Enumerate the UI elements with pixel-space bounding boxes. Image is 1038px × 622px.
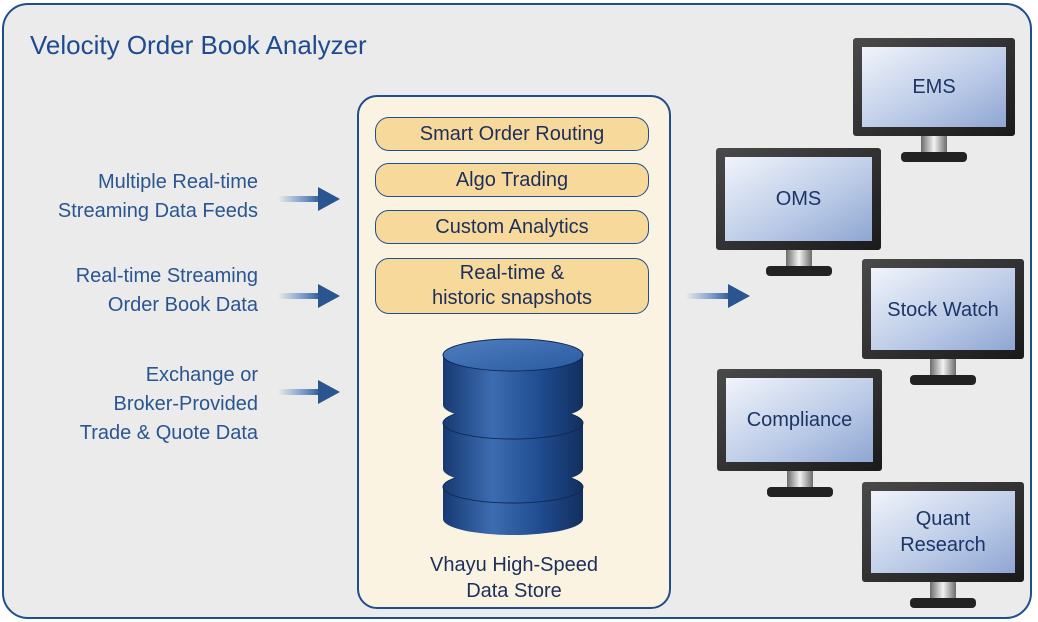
module-snapshots: Real-time & historic snapshots — [375, 258, 649, 314]
monitor-ems: EMS — [853, 38, 1015, 166]
monitor-label-quant-research: Quant Research — [900, 508, 986, 556]
feed-label-streaming-feeds: Multiple Real-time Streaming Data Feeds — [57, 171, 258, 222]
monitor-oms: OMS — [716, 148, 881, 280]
module-smart-order-routing: Smart Order Routing — [375, 117, 649, 151]
diagram-title: Velocity Order Book Analyzer — [30, 30, 367, 60]
monitor-label-ems: EMS — [912, 76, 956, 98]
monitor-quant-research: Quant Research — [862, 482, 1024, 612]
output-arrow-icon — [686, 284, 750, 308]
feed-label-trade-quote: Exchange or Broker-Provided Trade & Quot… — [79, 364, 258, 444]
monitor-icon — [862, 482, 1024, 608]
monitor-icon — [716, 148, 881, 276]
feed-label-order-book: Real-time Streaming Order Book Data — [75, 265, 258, 316]
monitor-label-compliance: Compliance — [746, 409, 853, 431]
monitor-compliance: Compliance — [717, 369, 882, 501]
module-custom-analytics: Custom Analytics — [375, 210, 649, 244]
database-icon — [442, 338, 584, 535]
monitor-icon — [853, 38, 1015, 162]
feed-arrow-icon — [278, 380, 340, 404]
monitor-label-oms: OMS — [775, 188, 822, 210]
feed-arrow-icon — [278, 284, 340, 308]
data-store-label: Vhayu High-Speed Data Store — [430, 554, 598, 602]
feed-arrow-icon — [278, 187, 340, 211]
module-algo-trading: Algo Trading — [375, 163, 649, 197]
analyzer-panel: Smart Order Routing Algo Trading Custom … — [357, 95, 671, 609]
monitor-icon — [717, 369, 882, 497]
monitor-label-stock-watch: Stock Watch — [887, 299, 999, 321]
monitor-stock-watch: Stock Watch — [862, 259, 1024, 389]
monitor-icon — [862, 259, 1024, 385]
